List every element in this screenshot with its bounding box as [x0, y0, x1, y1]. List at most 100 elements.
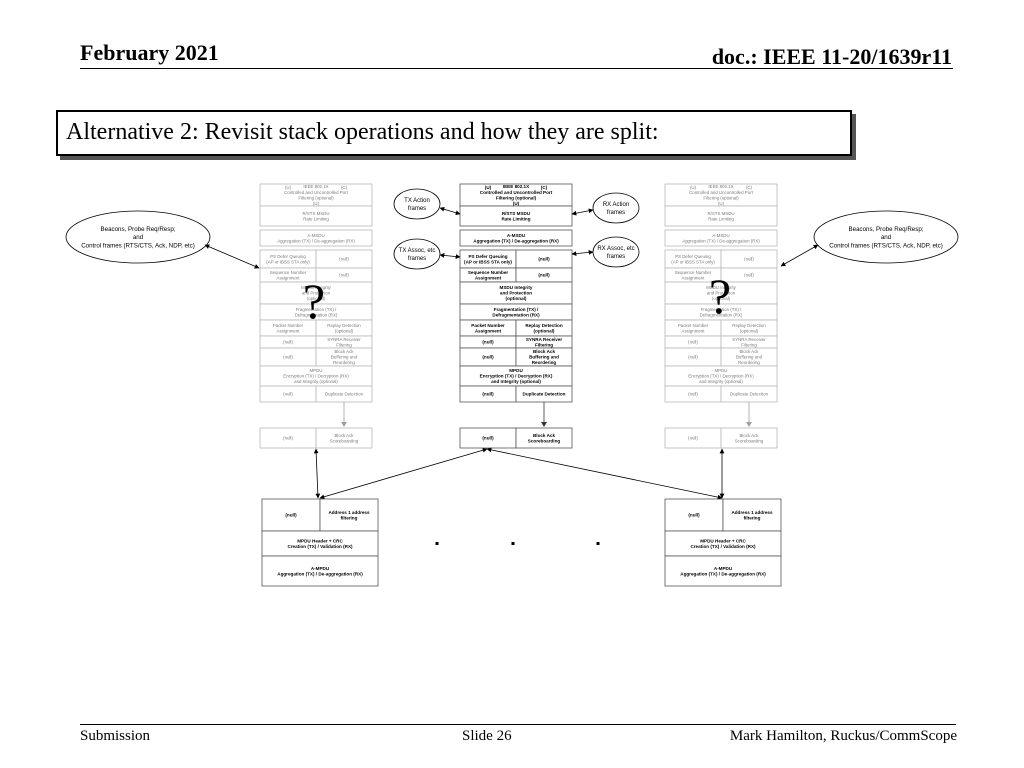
- stack-right-rsts-line-1: Rate Limiting: [708, 216, 734, 221]
- stack-left-ba-buffer-line-0: Block Ack: [334, 349, 354, 354]
- stack-right-scoreboarding-cell: [720, 427, 778, 449]
- bubble-rx-action-shape: [592, 192, 640, 224]
- stack-right-ba-null-line-0: (null): [688, 355, 698, 360]
- stack-right-amsdu-line-0: A-MSDU: [712, 233, 729, 238]
- stack-right-msdu-integrity-line-1: and Protection: [707, 291, 736, 296]
- stack-right-fragmentation-line-0: Fragmentation (TX) /: [701, 307, 742, 312]
- lower-left-addr-filter-line-0: Address 1 address: [328, 510, 370, 515]
- stack-center-scoreboarding-line-0: Block Ack: [533, 433, 555, 438]
- stack-center-replay-line-0: Replay Detection: [525, 323, 562, 328]
- bubble-rx-assoc-line-1: frames: [607, 254, 625, 260]
- stack-right-ieee-8021x-line-0: IEEE 802.1X: [708, 184, 733, 189]
- stack-center-ba-buffer-line-1: Buffering and: [529, 355, 559, 360]
- stack-right-pn-assign-line-1: Assignment: [682, 328, 706, 333]
- stack-left-port-c: (C): [341, 185, 348, 190]
- stack-center-amsdu-cell: [459, 229, 573, 247]
- lower-left-addr-null-line-0: (null): [285, 513, 297, 518]
- stack-center-replay-line-1: (optional): [534, 328, 555, 333]
- stack-center-seq-num-line-0: Sequence Number: [468, 270, 509, 275]
- stack-center-ba-buffer-line-0: Block Ack: [533, 349, 555, 354]
- arrow-beacons-right: [780, 244, 819, 267]
- arrow-tx-assoc: [439, 253, 461, 259]
- stack-left-mpdu-enc-line-2: and Integrity (optional): [294, 379, 338, 384]
- stack-center-fragmentation-line-1: Defragmentation (RX): [492, 312, 540, 317]
- stack-right-port-u: (U): [690, 185, 697, 190]
- stack-right-ba-buffer-line-2: Reordering: [738, 360, 760, 365]
- stack-left-replay-line-0: Replay Detection: [327, 323, 361, 328]
- stack-right-fragmentation-line-1: Defragmentation (RX): [700, 312, 743, 317]
- stack-right-rsts-line-0: R/STS MSDU: [707, 211, 734, 216]
- lower-left-mpdu-crc-line-1: Creation (TX) / Validation (RX): [287, 544, 353, 549]
- stack-center-amsdu-line-1: Aggregation (TX) / De-aggregation (RX): [473, 238, 559, 243]
- lower-right-ampdu-cell: [664, 555, 782, 587]
- ellipsis-dot-0: [435, 542, 439, 545]
- stack-left-scoreboarding-line-1: Scoreboarding: [330, 438, 359, 443]
- stack-left-ps-null-line-0: (null): [339, 257, 349, 262]
- stack-left-ba-null-line-0: (null): [283, 355, 293, 360]
- stack-right-synra-line-1: Filtering: [741, 342, 757, 347]
- stack-left-synra-null-line-0: (null): [283, 340, 293, 345]
- stack-left-ba-buffer-line-2: Reordering: [333, 360, 355, 365]
- bubble-beacons-left-line-0: Beacons, Probe Req/Resp;: [101, 226, 176, 233]
- stack-center-dup-null-line-0: (null): [482, 392, 494, 397]
- stack-center-mpdu-enc-line-2: and Integrity (optional): [491, 379, 541, 384]
- stack-center-msdu-integrity-line-1: and Protection: [500, 291, 532, 296]
- bubble-rx-action-line-1: frames: [607, 210, 625, 216]
- stack-center-ieee-8021x-line-1: Controlled and Uncontrolled Port: [480, 190, 553, 195]
- stack-right-seq-null-line-0: (null): [744, 273, 754, 278]
- bubble-tx-assoc-line-1: frames: [408, 256, 426, 262]
- stack-center-seq-null-line-0: (null): [538, 273, 550, 278]
- stack-left-ieee-8021x-line-3: (U): [313, 201, 320, 206]
- ellipsis-dot-2: [596, 542, 600, 545]
- stack-left-amsdu-line-1: Aggregation (TX) / De-aggregation (RX): [277, 238, 355, 243]
- stack-left-amsdu-cell: [259, 229, 373, 247]
- stack-right-duplicate-line-0: Duplicate Detection: [730, 392, 769, 397]
- stack-right-ba-buffer-line-0: Block Ack: [739, 349, 759, 354]
- arrow-left-to-lower-left: [313, 448, 321, 499]
- lower-right-mpdu-crc-line-0: MPDU Header + CRC: [700, 538, 746, 543]
- lower-right-mpdu-crc-cell: [664, 530, 782, 557]
- stack-left-duplicate-line-0: Duplicate Detection: [325, 392, 364, 397]
- bubble-beacons-right-line-0: Beacons, Probe Req/Resp;: [849, 226, 924, 233]
- stack-left-rsts-line-1: Rate Limiting: [303, 216, 329, 221]
- stack-center-port-u: (U): [485, 185, 492, 190]
- stack-left-replay-line-1: (optional): [335, 328, 354, 333]
- stack-center-ps-null-line-0: (null): [538, 257, 550, 262]
- stack-right-msdu-integrity-line-2: (optional): [712, 296, 731, 301]
- bubble-beacons-right-line-2: Control frames (RTS/CTS, Ack, NDP, etc): [829, 242, 943, 249]
- stack-right-mpdu-enc-line-1: Encryption (TX) / Decryption (RX): [688, 374, 754, 379]
- stack-left-msdu-integrity-line-0: MSDU Integrity: [301, 285, 332, 290]
- stack-left-ieee-8021x-line-0: IEEE 802.1X: [303, 184, 328, 189]
- stack-center-rsts-cell: [459, 205, 573, 227]
- stack-left-mpdu-enc-line-0: MPDU: [310, 368, 323, 373]
- stack-left-ps-defer-line-1: (AP or IBSS STA only): [266, 259, 310, 264]
- slide-title-box: Alternative 2: Revisit stack operations …: [56, 110, 852, 156]
- lower-right-mpdu-crc-line-1: Creation (TX) / Validation (RX): [690, 544, 756, 549]
- stack-center-duplicate-line-0: Duplicate Detection: [523, 392, 566, 397]
- stack-center-amsdu-line-0: A-MSDU: [507, 233, 526, 238]
- question-mark-left: ?: [303, 273, 325, 329]
- stack-right-replay-line-1: (optional): [740, 328, 759, 333]
- stack-center-scoreboarding-line-1: Scoreboarding: [528, 438, 561, 443]
- stack-left-ieee-8021x-line-2: Filtering (optional): [298, 195, 334, 200]
- stack-center-msdu-integrity-line-0: MSDU Integrity: [500, 285, 533, 290]
- header-date: February 2021: [80, 40, 219, 65]
- footer-author: Mark Hamilton, Ruckus/CommScope: [729, 728, 957, 744]
- bubble-beacons-left-line-1: and: [133, 234, 144, 241]
- stack-center-synra-line-1: Filtering: [535, 342, 553, 347]
- stack-left-synra-line-1: Filtering: [336, 342, 352, 347]
- stack-center-score-null-line-0: (null): [482, 436, 494, 441]
- stack-right-ieee-8021x-line-3: (U): [718, 201, 725, 206]
- lower-right-addr-filter-line-0: Address 1 address: [731, 510, 773, 515]
- stack-center-rsts-line-0: R/STS MSDU: [502, 211, 531, 216]
- stack-right-pn-assign-line-0: Packet Number: [678, 323, 709, 328]
- stack-center-msdu-integrity-line-2: (optional): [506, 296, 527, 301]
- stack-right-replay-line-0: Replay Detection: [732, 323, 766, 328]
- stack-right-ieee-8021x-line-1: Controlled and Uncontrolled Port: [689, 190, 753, 195]
- stack-left-mpdu-enc-line-1: Encryption (TX) / Decryption (RX): [283, 374, 349, 379]
